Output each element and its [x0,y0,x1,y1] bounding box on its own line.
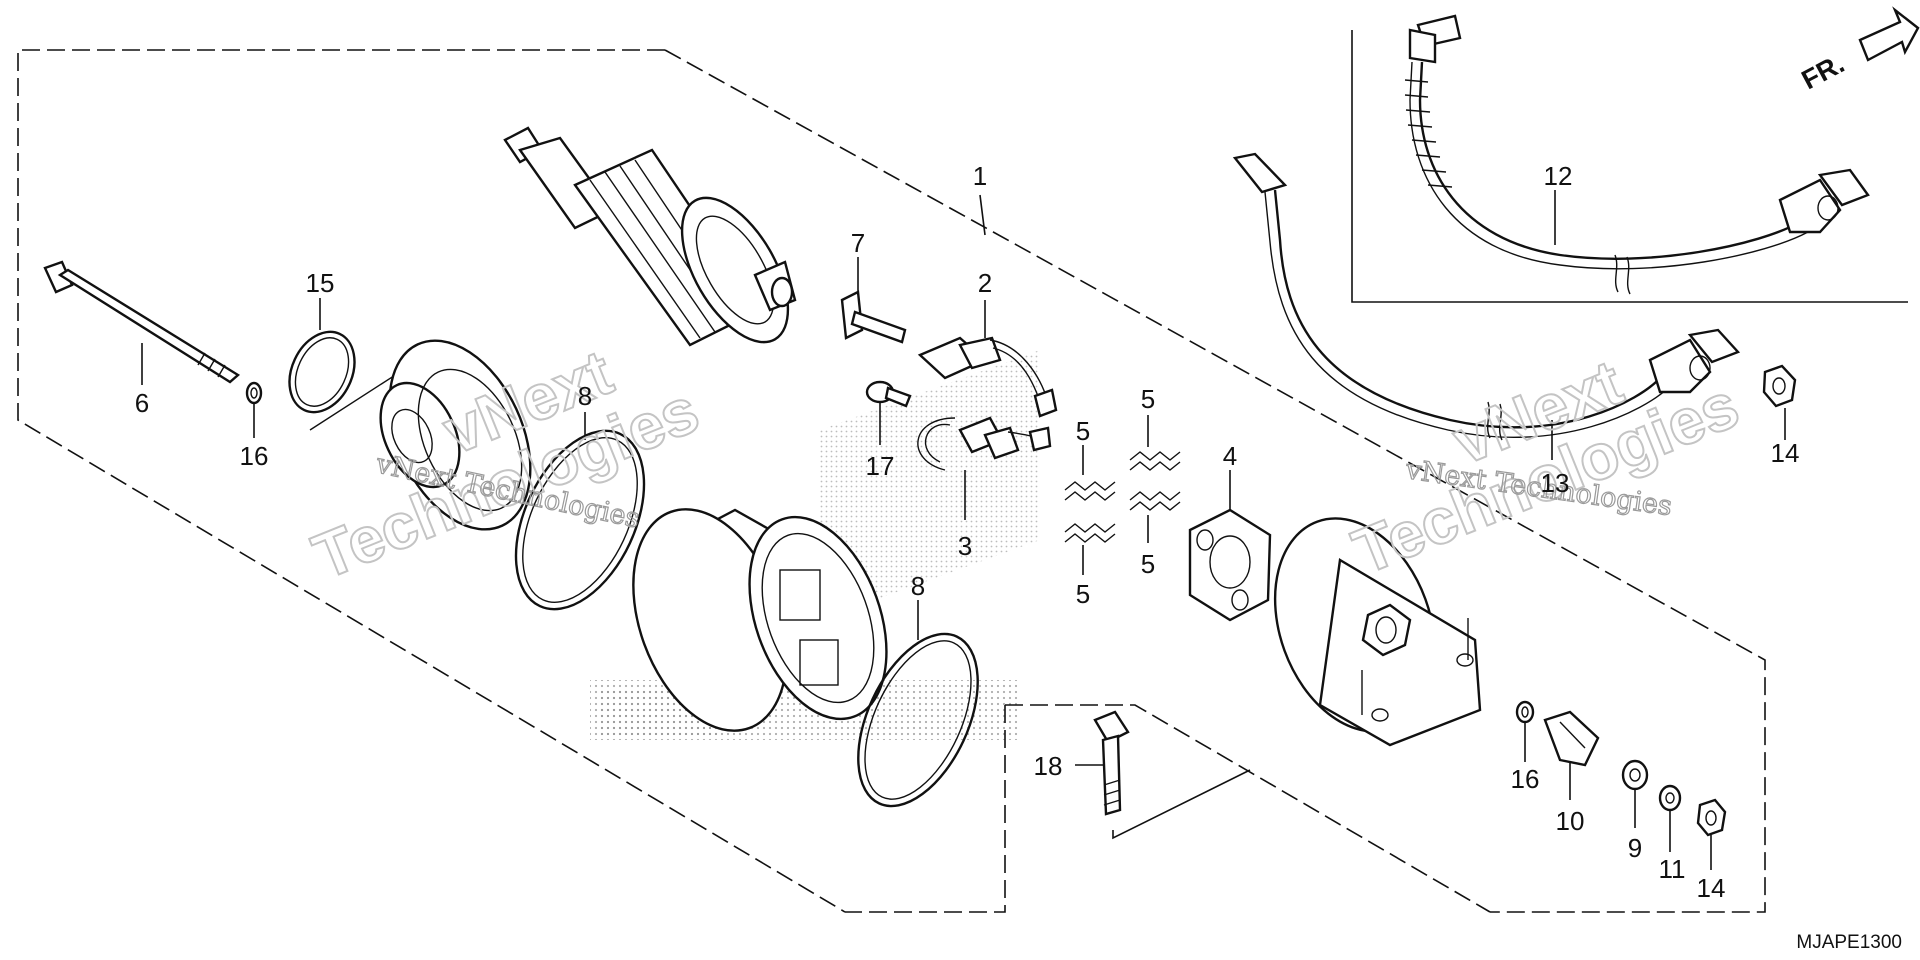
nut-14-lower [1696,798,1727,837]
o-ring-15 [288,330,356,414]
callout-18: 18 [1034,751,1063,781]
callout-7: 7 [851,228,865,258]
spring-5-b [1064,523,1116,543]
callout-4: 4 [1223,441,1237,471]
reference-code: MJAPE1300 [1796,932,1902,953]
callout-3: 3 [958,531,972,561]
dotted-shading [590,350,1040,740]
assembly-boundary-sub [845,705,1006,913]
callout-2: 2 [978,268,992,298]
callout-15: 15 [306,268,335,298]
direction-indicator: FR. [1797,6,1920,95]
yoke [632,508,888,732]
springs-5 [1064,451,1181,543]
spring-5-a [1064,481,1116,501]
leader-lines [141,190,1786,870]
o-ring-8-upper [514,429,646,611]
callout-11: 11 [1659,854,1686,884]
callout-6: 6 [135,388,149,418]
rear-cover [1273,517,1482,747]
front-cover [309,339,532,531]
nut-14-upper [1762,364,1797,408]
callout-12: 12 [1544,161,1573,191]
bolt-6 [43,260,241,384]
starter-cable-13 [1232,152,1741,441]
callout-labels: 1 2 3 4 5 5 5 5 6 7 8 8 9 10 11 12 13 14… [135,161,1800,903]
callout-5-c: 5 [1076,579,1090,609]
washer-9 [1621,759,1649,791]
callout-13: 13 [1541,468,1570,498]
assembly-boundary-main [17,49,1766,913]
callout-14-b: 14 [1697,873,1726,903]
callout-16-b: 16 [1511,764,1540,794]
brush-3 [917,416,1052,471]
screw-17 [865,380,912,408]
washer-16-right [1515,700,1535,724]
spring-5-d [1129,491,1181,511]
callout-9: 9 [1628,833,1642,863]
brush-holder-2 [917,336,1058,418]
bolt-18 [1093,710,1130,816]
o-ring-8-lower [857,632,979,808]
spring-5-c [1129,451,1181,471]
brush-holder-plate-4 [1188,508,1272,622]
callout-14-a: 14 [1771,438,1800,468]
insulator-10 [1543,710,1600,767]
watermark-right: vNext Technologies vNext Technologies [1342,345,1749,589]
washer-16-left [245,381,263,405]
callout-5-d: 5 [1141,549,1155,579]
callout-10: 10 [1556,806,1585,836]
armature [503,126,797,347]
callout-16-a: 16 [240,441,269,471]
callout-5-b: 5 [1141,384,1155,414]
inset-frame [1351,30,1908,303]
washer-11 [1658,784,1682,812]
callout-1: 1 [973,161,987,191]
battery-cable-12 [1404,14,1870,295]
callout-5-a: 5 [1076,416,1090,446]
callout-17: 17 [866,451,895,481]
direction-label: FR. [1797,48,1849,95]
bolt-7 [840,290,907,344]
callout-8-a: 8 [578,381,592,411]
callout-8-b: 8 [911,571,925,601]
